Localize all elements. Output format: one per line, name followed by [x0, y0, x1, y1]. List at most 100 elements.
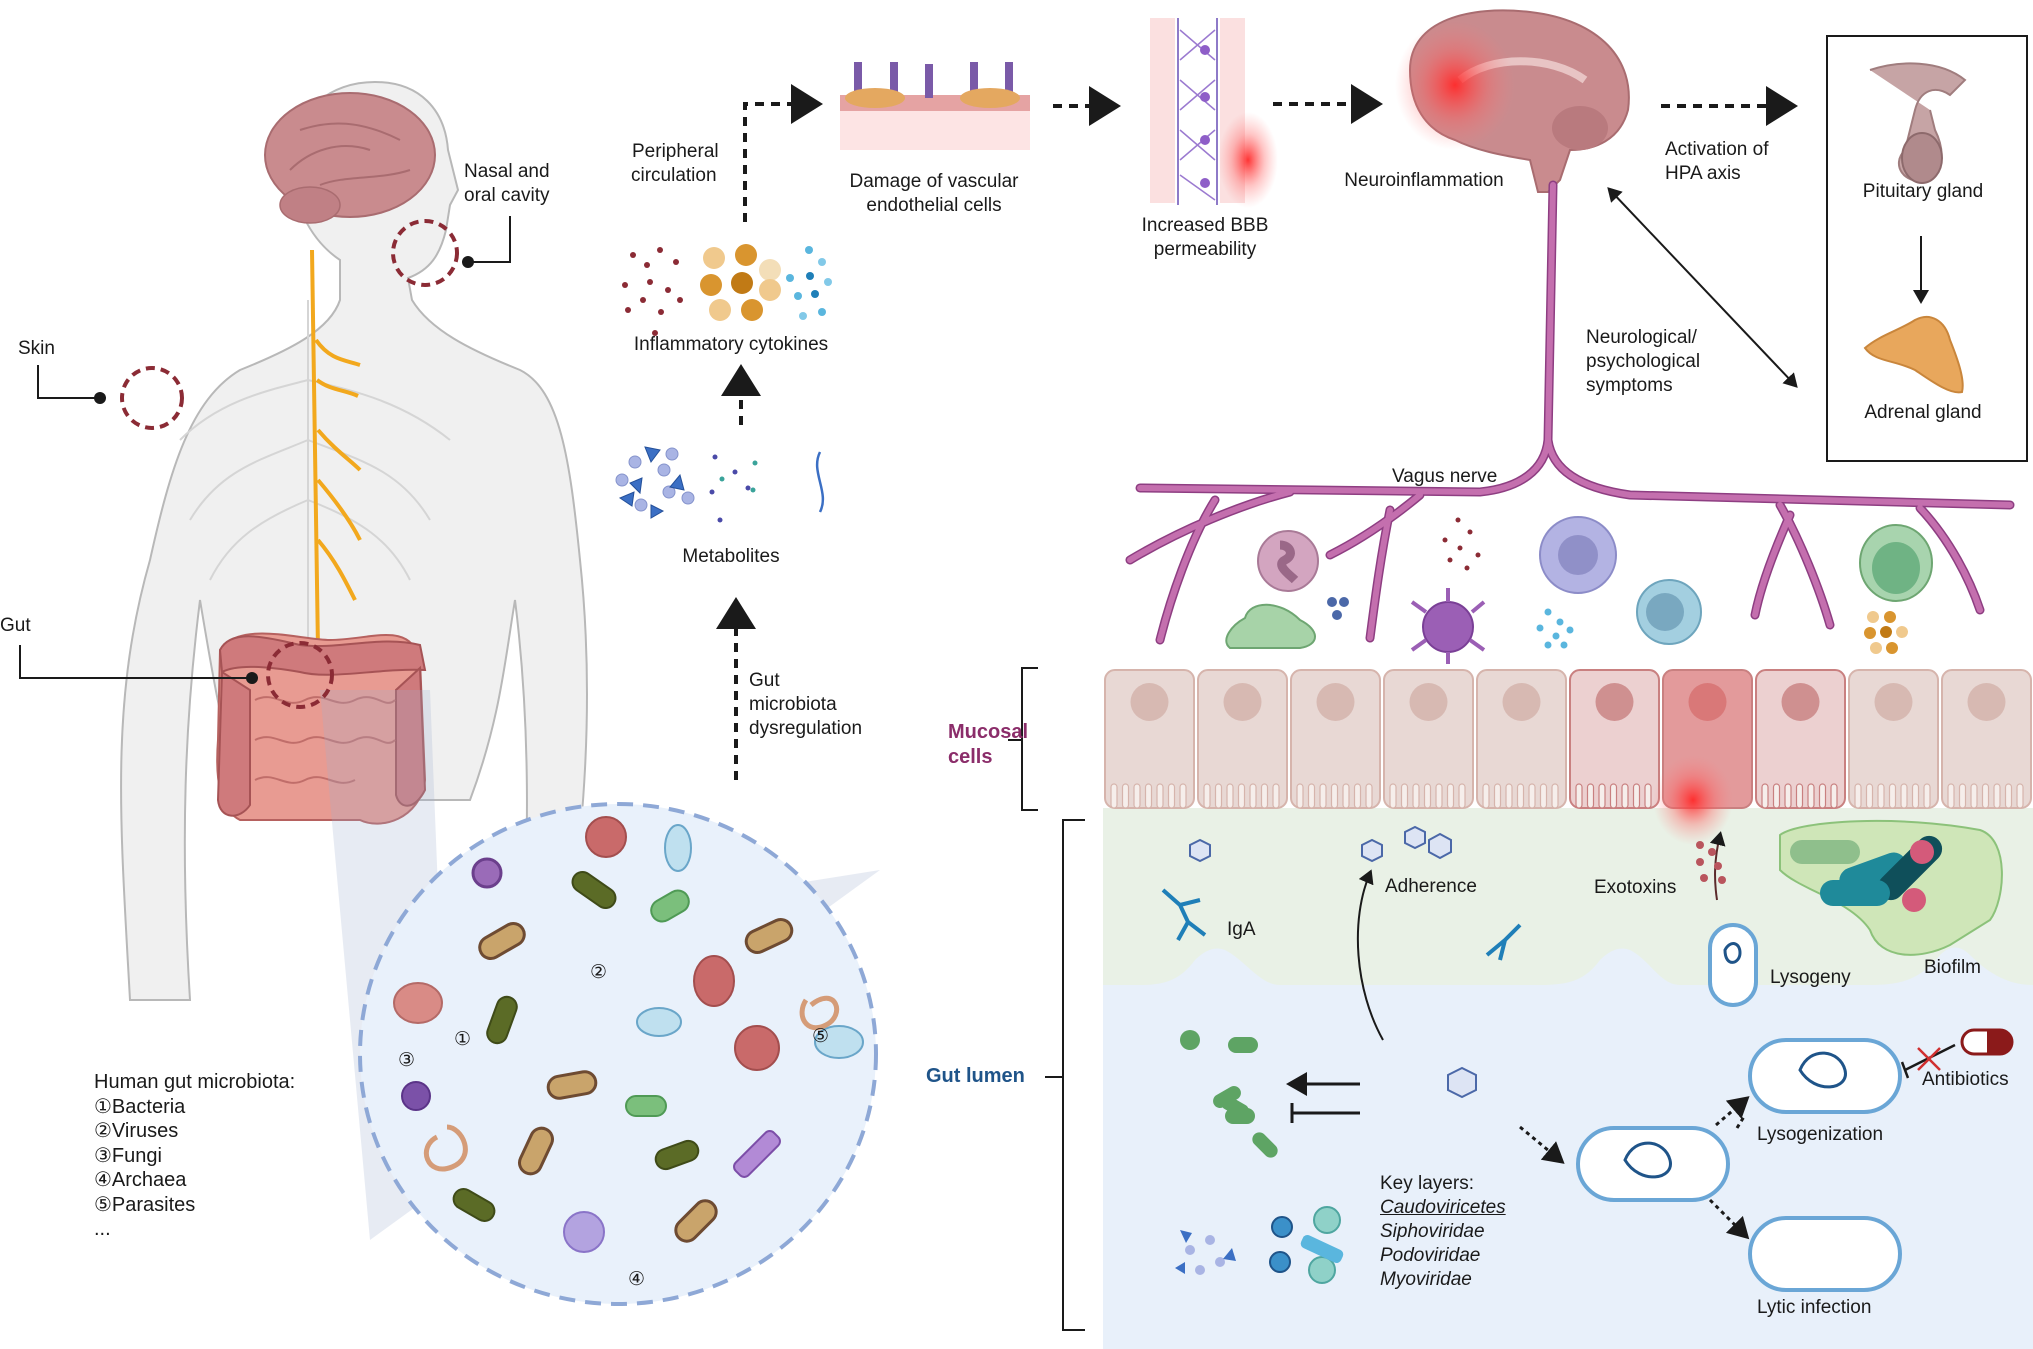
callout-skin [37, 365, 184, 430]
label-gut-dysreg-3: dysregulation [749, 718, 863, 739]
label-circulation: circulation [631, 165, 717, 186]
legend-item-parasites: ⑤Parasites [94, 1193, 196, 1216]
brain-icon [264, 92, 436, 218]
legend-item-fungi: ③Fungi [94, 1144, 162, 1167]
lysogeny-cell-icon [1708, 923, 1758, 1007]
label-adherence: Adherence [1385, 876, 1477, 897]
label-gut-lumen: Gut lumen [926, 1065, 1025, 1087]
legend-item-archaea: ④Archaea [94, 1169, 187, 1191]
mucosal-cell [1197, 669, 1288, 809]
label-gut: Gut [0, 615, 31, 636]
legend-title: Human gut microbiota: [94, 1071, 296, 1093]
dendritic-cell-icon [1422, 601, 1474, 653]
label-increased-bbb: Increased BBB [1141, 215, 1269, 236]
microbiota-number-markers: ① ② ③ ④ ⑤ [398, 962, 829, 1290]
label-iga: IgA [1227, 919, 1256, 940]
mucosal-cell [1569, 669, 1660, 809]
mucosal-cell [1848, 669, 1939, 809]
lumen-bacteria [1180, 1030, 1278, 1158]
phage-icons [1189, 825, 1477, 1099]
immune-cells [1225, 516, 1933, 664]
mucosal-cell [1476, 669, 1567, 809]
hpa-axis-box [1826, 35, 2028, 462]
label-permeability: permeability [1153, 239, 1257, 260]
label-gut-dysreg-1: Gut [749, 670, 780, 691]
exotoxin-particles [1696, 841, 1726, 884]
label-mucosal: Mucosal [948, 721, 1029, 743]
blood-brain-barrier-icon [1150, 18, 1278, 208]
pathway-arrows [716, 84, 1798, 780]
pituitary-gland-icon [1869, 62, 1967, 184]
label-lytic-infection: Lytic infection [1757, 1297, 1872, 1318]
label-endothelial-cells: endothelial cells [866, 195, 1002, 216]
label-neurological: Neurological/ [1586, 327, 1697, 348]
legend-item-bacteria: ①Bacteria [94, 1095, 186, 1118]
label-vagus-nerve: Vagus nerve [1392, 466, 1498, 487]
label-gut-dysreg-2: microbiota [749, 694, 837, 715]
mucosal-cell [1104, 669, 1195, 809]
bacterial-host-cells [1576, 923, 1902, 1292]
exotoxin-arrow [1709, 831, 1726, 901]
lytic-cell-icon [1748, 1216, 1902, 1292]
mucosal-cell [1941, 669, 2032, 809]
label-nasal: Nasal and [464, 161, 550, 182]
marker-fungi: ③ [398, 1050, 415, 1071]
antibiotic-capsule-icon [1900, 1028, 2014, 1079]
marker-parasites: ⑤ [812, 1026, 829, 1047]
label-exotoxins: Exotoxins [1594, 877, 1677, 898]
metabolite-particles [615, 446, 825, 523]
mucosa-inflammation-glow [1653, 755, 1733, 845]
label-podoviridae: Podoviridae [1380, 1245, 1481, 1266]
iga-antibody-icon [1161, 888, 1522, 961]
mucosal-cell [1755, 669, 1846, 809]
marker-archaea: ④ [628, 1269, 645, 1290]
label-biofilm: Biofilm [1924, 957, 1982, 978]
label-psychological: psychological [1586, 351, 1701, 372]
adrenal-gland-icon [1863, 315, 1964, 394]
label-myoviridae: Myoviridae [1380, 1269, 1472, 1290]
lumen-metabolites [1175, 1206, 1344, 1284]
phage-inhibits-bacteria-line [1290, 1103, 1360, 1123]
host-cell-icon [1576, 1126, 1730, 1202]
lumen-bracket [1045, 819, 1085, 1331]
arrow-cytokines-to-vascular [743, 84, 823, 222]
label-peripheral: Peripheral [632, 141, 719, 162]
mucosal-cell [1383, 669, 1474, 809]
label-skin: Skin [18, 338, 55, 359]
spinal-nerve [310, 249, 362, 651]
bbb-inflammation-glow [1218, 112, 1278, 208]
marker-viruses: ② [590, 962, 607, 983]
label-lysogeny: Lysogeny [1770, 967, 1851, 988]
microbiota-legend: Human gut microbiota: ①Bacteria ②Viruses… [94, 1070, 295, 1242]
arrow-brain-symptoms-bidirectional [1607, 187, 1798, 388]
label-siphoviridae: Siphoviridae [1380, 1221, 1485, 1242]
mucosal-bracket [1008, 667, 1038, 811]
label-key-layers: Key layers: [1380, 1173, 1474, 1194]
label-pituitary-gland: Pituitary gland [1862, 181, 1984, 202]
legend-item-viruses: ②Viruses [94, 1120, 179, 1142]
label-adrenal-gland: Adrenal gland [1864, 402, 1982, 423]
brain-inflammation-glow [1395, 20, 1515, 150]
round-microbes [393, 816, 864, 1253]
biofilm-icon [1779, 819, 2003, 956]
lysogenized-cell-icon [1748, 1038, 1902, 1114]
label-caudoviricetes: Caudoviricetes [1380, 1197, 1506, 1218]
callout-nasal-oral [391, 216, 511, 287]
legend-item-more: ... [94, 1218, 111, 1240]
bacteria-rods [452, 870, 794, 1243]
mucosal-cell [1290, 669, 1381, 809]
gut-microbiota-zoom-circle: ① ② ③ ④ ⑤ [358, 802, 878, 1306]
arrow-to-host-cell [1519, 1125, 1565, 1164]
label-inflammatory-cytokines: Inflammatory cytokines [633, 334, 829, 355]
label-neuroinflammation: Neuroinflammation [1344, 170, 1504, 191]
label-metabolites: Metabolites [682, 546, 780, 567]
macrophage-icon [1225, 603, 1316, 649]
label-antibiotics: Antibiotics [1922, 1069, 2009, 1090]
callout-gut [19, 641, 334, 709]
label-symptoms: symptoms [1586, 375, 1673, 396]
brain-sagittal-icon [1395, 9, 1630, 193]
label-oral-cavity: oral cavity [464, 185, 550, 206]
label-cells: cells [948, 746, 993, 768]
marker-bacteria: ① [454, 1029, 471, 1050]
